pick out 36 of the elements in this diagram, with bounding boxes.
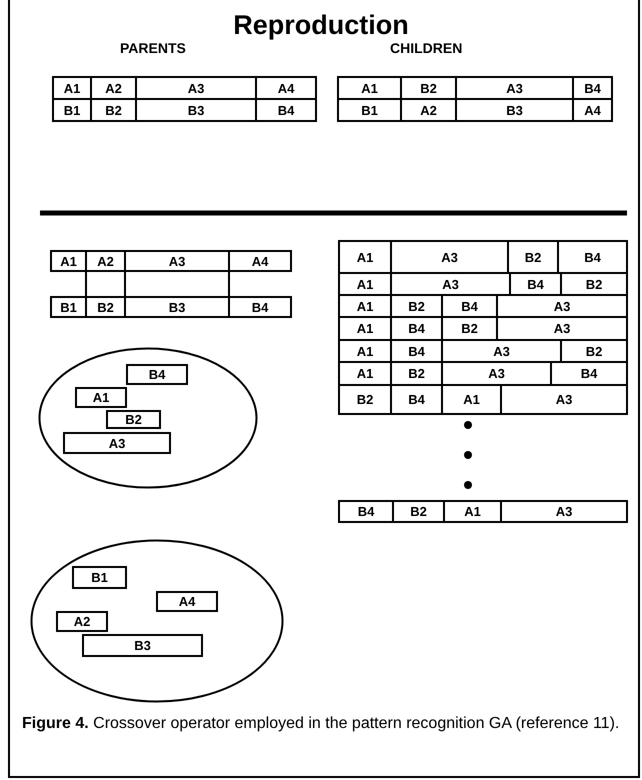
gene-segment: B2 [338,384,392,415]
gene-segment: B4 [572,76,613,100]
gene-pool-ellipse [30,539,284,703]
gene-segment: A2 [56,611,108,632]
gene-segment: B4 [338,500,394,523]
gene-segment: A3 [124,250,230,272]
gene-segment: B2 [392,500,445,523]
gene-segment: B1 [72,566,127,589]
gene-segment: B4 [126,364,188,385]
gene-segment: A1 [443,500,502,523]
title: Reproduction [232,10,410,41]
gene-segment: B1 [50,296,87,318]
gene-segment: A4 [572,98,613,122]
gene-segment: B1 [337,98,402,122]
gene-segment: A3 [500,384,628,415]
gene-segment: A1 [50,250,87,272]
gene-segment: B4 [228,296,292,318]
gene-segment: A4 [228,250,292,272]
gene-segment: B4 [255,98,317,122]
gene-segment: A4 [255,76,317,100]
gene-segment: A3 [500,500,628,523]
gene-segment: A3 [63,432,171,454]
gene-segment: B2 [85,296,126,318]
column-heading: CHILDREN [390,40,462,56]
gene-segment: B2 [106,410,161,429]
column-heading: PARENTS [120,40,186,56]
gene-segment: B4 [557,240,628,274]
gene-pool-ellipse [38,347,258,489]
gene-segment: A1 [75,387,127,408]
gene-segment: A1 [338,240,392,274]
gene-segment: A4 [156,591,218,612]
gene-segment: B3 [82,634,203,657]
gene-segment: B1 [52,98,92,122]
gene-segment: A2 [85,250,126,272]
caption: Figure 4. Crossover operator employed in the pattern recognition GA (reference 11). [22,714,620,734]
gene-segment: B3 [124,296,230,318]
